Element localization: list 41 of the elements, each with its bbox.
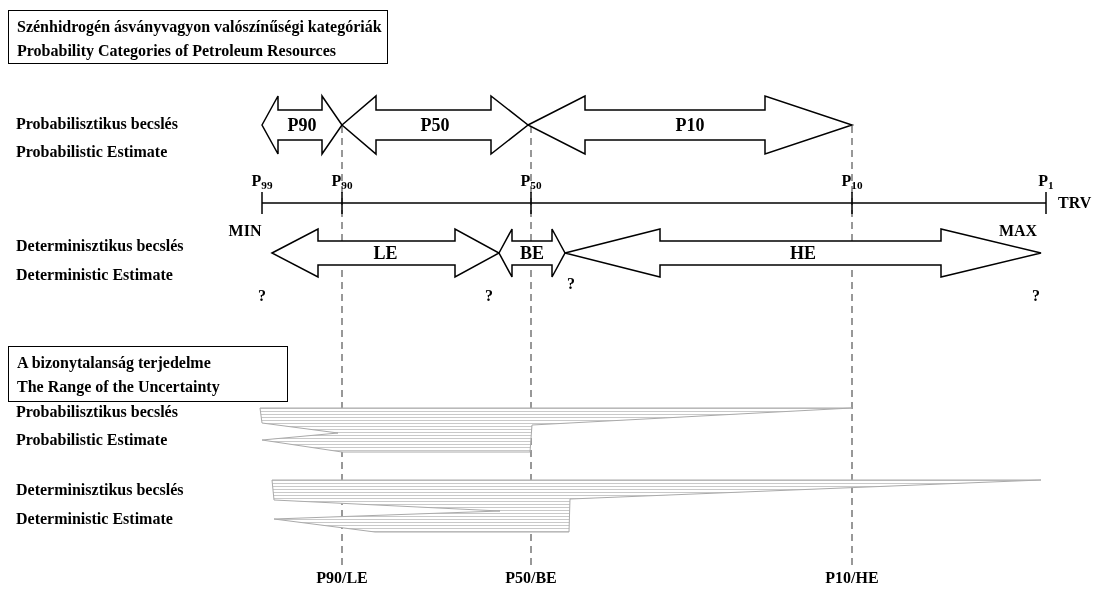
text-label: Probabilistic Estimate — [16, 142, 168, 162]
arrow-label: P90 — [287, 114, 317, 136]
text-label: P$_{10}$ — [841, 171, 863, 193]
text-box — [8, 346, 288, 402]
arrow-label: P50 — [420, 114, 450, 136]
arrow-label: P10 — [675, 114, 705, 136]
box-heading: The Range of the Uncertainty — [17, 377, 221, 398]
text-label: P90/LE — [316, 568, 368, 588]
text-label: ? — [258, 286, 266, 306]
text-label: Probabilisztikus becslés — [16, 114, 178, 134]
box-heading: A bizonytalanság terjedelme — [17, 353, 212, 374]
arrow-label: LE — [373, 242, 398, 264]
range-band — [499, 229, 565, 277]
text-label: Deterministic Estimate — [16, 509, 173, 529]
text-label: MIN — [228, 221, 262, 241]
range-band — [342, 96, 528, 154]
range-band — [262, 96, 342, 154]
arrow-label: HE — [790, 242, 816, 264]
text-label: P$_{1}$ — [1038, 171, 1054, 193]
text-label: P$_{99}$ — [251, 171, 273, 193]
text-label: ? — [1032, 286, 1040, 306]
text-label: Deterministic Estimate — [16, 265, 173, 285]
text-label: P$_{50}$ — [520, 171, 542, 193]
text-label: P50/BE — [505, 568, 557, 588]
text-label: MAX — [998, 221, 1038, 241]
box-heading: Probability Categories of Petroleum Resources — [17, 41, 338, 62]
text-box — [8, 10, 388, 64]
range-band — [528, 96, 852, 154]
text-label: P10/HE — [825, 568, 879, 588]
uncertainty-wedge — [271, 479, 1042, 533]
text-label: TRV — [1058, 193, 1092, 213]
text-label: Determinisztikus becslés — [16, 236, 184, 256]
text-label: ? — [567, 274, 575, 294]
range-band — [272, 229, 499, 277]
uncertainty-wedge — [259, 407, 853, 453]
arrow-label: BE — [520, 242, 544, 264]
text-label: P$_{90}$ — [331, 171, 353, 193]
text-label: Determinisztikus becslés — [16, 480, 184, 500]
text-label: Probabilistic Estimate — [16, 430, 168, 450]
text-label: ? — [485, 286, 493, 306]
text-label: Probabilisztikus becslés — [16, 402, 178, 422]
